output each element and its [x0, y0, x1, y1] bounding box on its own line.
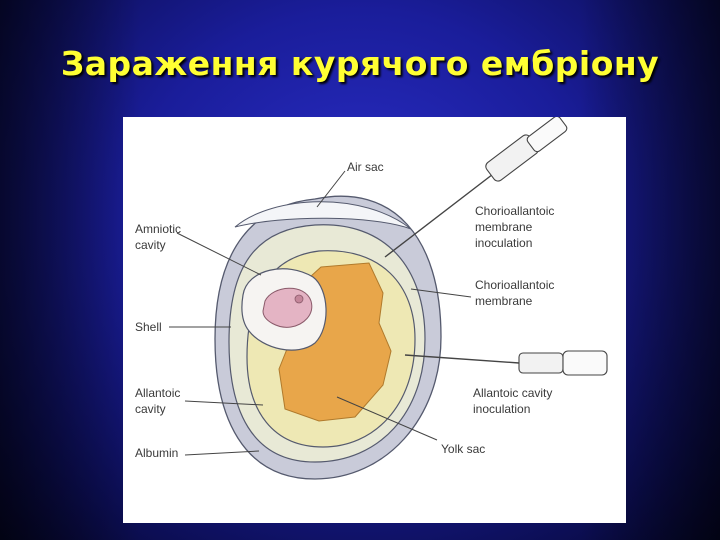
air-sac	[234, 201, 412, 230]
leader-lines	[169, 170, 472, 456]
egg-inoculation-diagram: Air sac Amniotic cavity Shell Allantoic …	[123, 117, 626, 523]
cam-syringe	[384, 117, 568, 258]
label-allantoic-cavity: Allantoic cavity	[135, 386, 184, 416]
label-amniotic-cavity: Amniotic cavity	[135, 222, 184, 252]
embryo	[262, 287, 313, 328]
label-allantoic-inoculation: Allantoic cavity inoculation	[473, 386, 556, 416]
label-albumin: Albumin	[135, 446, 178, 460]
label-yolk-sac: Yolk sac	[441, 442, 485, 456]
slide-title: Зараження курячого ембріону	[60, 44, 660, 83]
left-curtain-shade	[0, 0, 140, 540]
label-cam: Chorioallantoic membrane	[475, 278, 558, 308]
diagram-svg: Air sac Amniotic cavity Shell Allantoic …	[135, 117, 608, 480]
label-air-sac: Air sac	[347, 160, 384, 174]
embryo-eye	[294, 294, 304, 304]
label-cam-inoculation: Chorioallantoic membrane inoculation	[475, 204, 558, 250]
label-shell: Shell	[135, 320, 162, 334]
allantoic-syringe	[404, 350, 608, 376]
